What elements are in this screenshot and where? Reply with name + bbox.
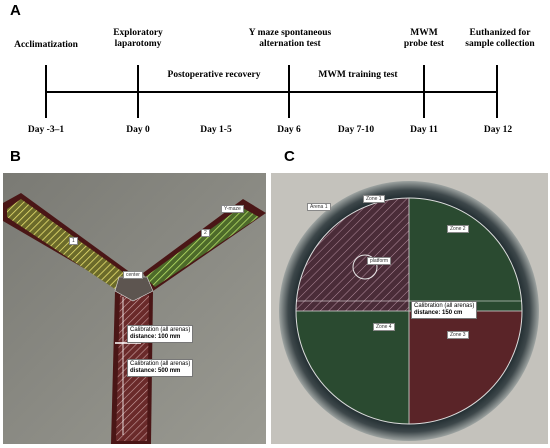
zone-tag-4: Zone 4 [373, 323, 395, 331]
mwm-illustration [271, 173, 548, 444]
calibration-box-pool: Calibration (all arenas) distance: 150 c… [411, 301, 478, 319]
arm-left-zone [7, 199, 127, 289]
zone-tag-2: Zone 2 [447, 225, 469, 233]
timeline-label-line: MWM [410, 28, 438, 38]
interval-label-recovery: Postoperative recovery [167, 70, 261, 80]
day-label: Day -3–1 [27, 125, 65, 135]
calibration-box-large: Calibration (all arenas) distance: 500 m… [127, 359, 194, 377]
mwm-photo: Zone 1 Zone 2 Zone 3 Zone 4 Arena 1 plat… [271, 173, 548, 444]
arm-right-zone [145, 207, 259, 287]
zone-tag-1: Zone 1 [363, 195, 385, 203]
platform-zone [352, 254, 378, 280]
arm-tag-1: 1 [69, 237, 78, 245]
panel-label-c: C [284, 148, 295, 165]
calibration-title: Calibration (all arenas) [130, 361, 191, 367]
timeline-label-euthanized: Euthanized for sample collection [456, 28, 544, 50]
timeline-label-line: probe test [403, 39, 445, 49]
day-label: Day 0 [126, 125, 150, 135]
timeline-label-line: Acclimatization [14, 40, 78, 50]
panel-label-b: B [10, 148, 21, 165]
timeline-label-line: Euthanized for [469, 28, 531, 38]
calibration-distance-label: distance: [130, 334, 157, 340]
calibration-distance-value: 150 cm [442, 310, 463, 316]
day-label: Day 1-5 [200, 125, 232, 135]
day-label: Day 7-10 [337, 125, 375, 135]
arm-tag-ymaze: Y-maze [221, 205, 244, 213]
timeline-label-line: laparotomy [114, 39, 162, 49]
timeline-label-line: Exploratory [113, 28, 163, 38]
arm-tag-2: 2 [201, 229, 210, 237]
panel-label-a: A [10, 2, 21, 19]
arm-tag-center: center [123, 271, 143, 279]
interval-label-mwm-training: MWM training test [318, 70, 398, 80]
arena-tag: Arena 1 [307, 203, 331, 211]
calibration-title: Calibration (all arenas) [130, 327, 191, 333]
calibration-distance-value: 500 mm [158, 368, 181, 374]
calibration-box-small: Calibration (all arenas) distance: 100 m… [127, 325, 194, 343]
timeline-label-line: sample collection [465, 39, 535, 49]
timeline-label-line: alternation test [259, 39, 321, 49]
ymaze-illustration [3, 173, 266, 444]
calibration-distance-label: distance: [130, 368, 157, 374]
timeline-label-ymaze-test: Y maze spontaneous alternation test [238, 28, 342, 50]
calibration-title: Calibration (all arenas) [414, 303, 475, 309]
timeline-label-line: Y maze spontaneous [248, 28, 332, 38]
timeline-label-laparotomy: Exploratory laparotomy [100, 28, 176, 50]
timeline-label-mwm-probe: MWM probe test [386, 28, 462, 50]
calibration-distance-label: distance: [414, 310, 441, 316]
calibration-distance-value: 100 mm [158, 334, 181, 340]
ymaze-photo: 1 2 Y-maze center Calibration (all arena… [3, 173, 266, 444]
zone-tag-3: Zone 3 [447, 331, 469, 339]
timeline-label-acclimatization: Acclimatization [8, 40, 84, 51]
timeline-axis [45, 65, 498, 118]
day-label: Day 11 [410, 125, 438, 135]
day-label: Day 12 [483, 125, 513, 135]
platform-tag: platform [367, 257, 392, 265]
day-label: Day 6 [277, 125, 301, 135]
